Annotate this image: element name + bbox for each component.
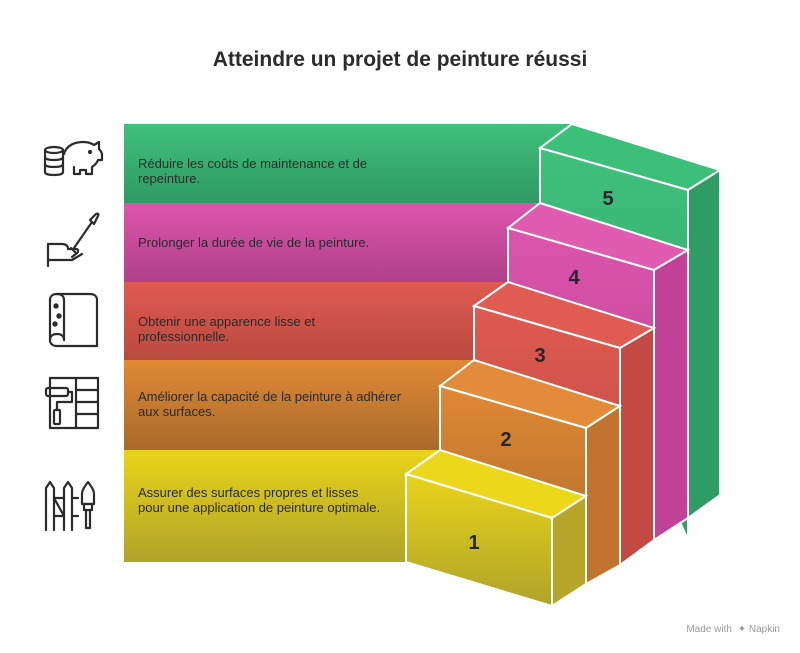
napkin-logo-icon: ✦ xyxy=(737,624,747,635)
step-3-side xyxy=(619,326,655,567)
step-5-number: 5 xyxy=(602,188,613,210)
fence-paintbrush-icon xyxy=(40,470,104,534)
step-1-side xyxy=(551,494,587,608)
step-2-band xyxy=(124,360,474,450)
step-3-band xyxy=(124,282,508,360)
step-2-text: Améliorer la capacité de la peinture à a… xyxy=(138,389,402,419)
step-4-number: 4 xyxy=(568,267,580,289)
wallpaper-roll-icon xyxy=(40,288,104,352)
step-3-text: Obtenir une apparence lisse et professio… xyxy=(138,314,316,344)
step-2-side xyxy=(585,404,621,586)
step-4-band xyxy=(124,203,540,282)
step-4-side xyxy=(653,248,689,542)
step-5-text: Réduire les coûts de maintenance et de r… xyxy=(138,156,368,186)
watermark-prefix: Made with xyxy=(686,624,732,635)
napkin-watermark: Made with ✦ Napkin xyxy=(686,624,780,635)
step-3-number: 3 xyxy=(534,345,545,367)
step-1-block xyxy=(124,448,589,608)
step-5-side xyxy=(687,168,721,520)
step-1-number: 1 xyxy=(468,532,479,554)
piggy-bank-coins-icon xyxy=(40,130,104,194)
hand-paintbrush-icon xyxy=(40,208,104,272)
step-5-band xyxy=(124,124,572,203)
watermark-brand: Napkin xyxy=(748,624,780,635)
paint-roller-wall-icon xyxy=(40,372,104,436)
step-4-text: Prolonger la durée de vie de la peinture… xyxy=(138,235,370,250)
step-1-band xyxy=(124,450,440,562)
step-1-text: Assurer des surfaces propres et lisses p… xyxy=(138,485,381,515)
step-2-number: 2 xyxy=(500,429,511,451)
page-title: Atteindre un projet de peinture réussi xyxy=(212,48,588,71)
